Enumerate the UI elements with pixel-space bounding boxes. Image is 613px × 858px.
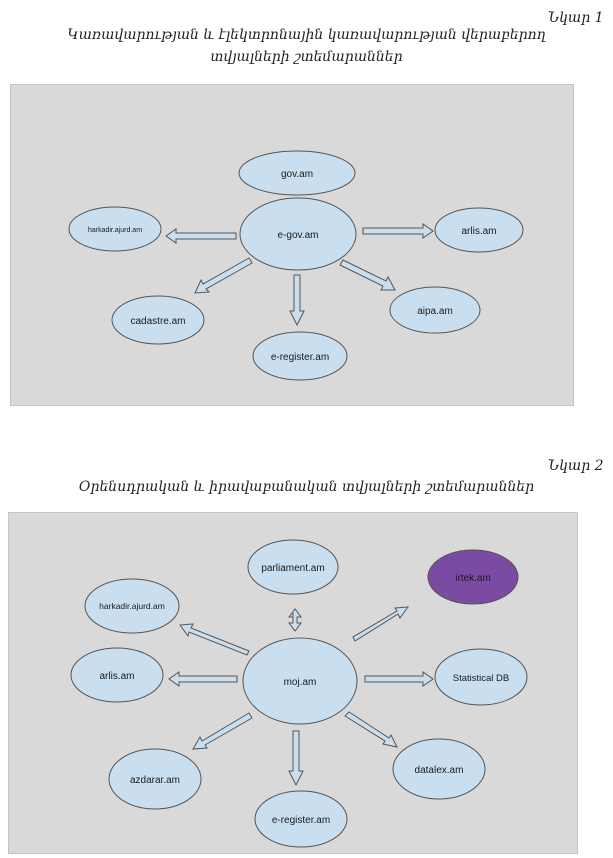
- figure-2-label: Նկար 2: [548, 458, 604, 474]
- node-datalex-label: datalex.am: [415, 765, 464, 776]
- node-cadastre: cadastre.am: [111, 295, 205, 345]
- node-statistical-label: Statistical DB: [453, 673, 510, 684]
- node-gov: gov.am: [238, 150, 356, 196]
- arrow-to-harkadir: [179, 623, 250, 656]
- arrow-to-statistical: [364, 671, 434, 687]
- arrow-to-azdarar: [192, 712, 253, 750]
- arrow-to-eregister: [289, 274, 305, 327]
- node-egov-label: e-gov.am: [278, 230, 319, 241]
- node-moj-label: moj.am: [284, 677, 317, 688]
- arrow-to-eregister: [288, 730, 304, 787]
- node-aipa: aipa.am: [389, 286, 481, 334]
- node-parliament-label: parliament.am: [261, 563, 324, 574]
- figure-1-title-line-1: Կառավարության և էլեկտրոնային կառավարությ…: [67, 27, 546, 43]
- figure-2-title: Օրենսդրական և իրավաբանական տվյալների շտե…: [78, 479, 535, 495]
- node-aipa-label: aipa.am: [417, 306, 453, 317]
- node-harkadir-label: harkadir.ajurd.am: [99, 601, 165, 611]
- node-statistical: Statistical DB: [434, 648, 528, 706]
- node-azdarar: azdarar.am: [108, 748, 202, 810]
- node-eregister: e-register.am: [252, 331, 348, 381]
- arrow-to-aipa: [339, 259, 396, 291]
- node-eregister-label: e-register.am: [272, 815, 330, 826]
- arrow-to-cadastre: [194, 257, 253, 294]
- node-arlis: arlis.am: [70, 647, 164, 703]
- node-harkadir: harkadir.ajurd.am: [84, 578, 180, 634]
- node-harkadir: harkadir.ajurd.am: [68, 206, 162, 252]
- arrow-to-irtek: [352, 606, 410, 642]
- arrows: [165, 223, 434, 327]
- node-parliament: parliament.am: [247, 539, 339, 595]
- figure-2-diagram: parliament.am irtek.am harkadir.ajurd.am…: [8, 512, 578, 854]
- arrow-to-arlis: [362, 223, 434, 239]
- node-eregister: e-register.am: [254, 790, 348, 848]
- arrow-to-harkadir: [165, 228, 237, 244]
- arrow-to-arlis: [168, 671, 238, 687]
- node-cadastre-label: cadastre.am: [130, 316, 185, 327]
- figure-1-diagram: gov.am e-gov.am harkadir.ajurd.am arlis.…: [10, 84, 574, 406]
- node-irtek[interactable]: irtek.am: [427, 549, 519, 605]
- arrow-moj-parliament: [288, 608, 302, 632]
- node-egov: e-gov.am: [239, 197, 357, 271]
- figure-1-label: Նկար 1: [548, 10, 604, 26]
- node-irtek-label: irtek.am: [455, 573, 491, 584]
- node-arlis-label: arlis.am: [99, 671, 134, 682]
- node-gov-label: gov.am: [281, 169, 313, 180]
- node-eregister-label: e-register.am: [271, 352, 329, 363]
- arrows: [168, 606, 434, 787]
- node-azdarar-label: azdarar.am: [130, 775, 180, 786]
- figure-1-title-line-2: տվյալների շտեմարաններ: [210, 49, 403, 65]
- node-datalex: datalex.am: [392, 738, 486, 800]
- node-arlis-label: arlis.am: [461, 226, 496, 237]
- node-moj: moj.am: [242, 637, 358, 725]
- node-arlis: arlis.am: [434, 207, 524, 253]
- node-harkadir-label: harkadir.ajurd.am: [88, 227, 142, 234]
- arrow-to-datalex: [344, 711, 398, 748]
